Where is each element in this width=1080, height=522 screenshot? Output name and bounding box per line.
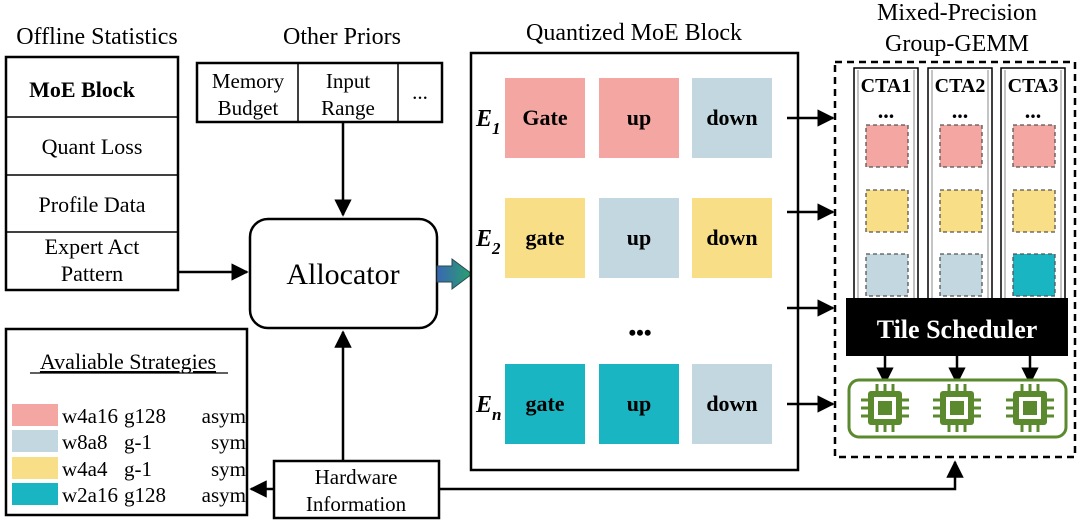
- strategy-swatch-2: [12, 430, 58, 452]
- strategy-group-3: g-1: [124, 457, 152, 481]
- strategy-swatch-3: [12, 457, 58, 479]
- cta-2-tile-1: [939, 124, 983, 168]
- chip-core: [950, 401, 964, 415]
- allocator-node: Allocator: [248, 217, 439, 330]
- expert-3-block-2-label: up: [627, 391, 651, 416]
- expert-2-block-2-label: up: [627, 225, 651, 250]
- strategy-weight-3: w4a4: [62, 457, 108, 481]
- other-priors-title: Other Priors: [283, 24, 401, 50]
- expert-label-2: E2: [475, 226, 501, 258]
- expert-2-block-3-label: down: [706, 225, 757, 250]
- moe-block-label: MoE Block: [29, 77, 135, 102]
- strategy-weight-2: w8a8: [62, 430, 108, 454]
- memory-label: Memory: [212, 69, 285, 93]
- expert-subscript: 2: [491, 239, 501, 258]
- allocator-label: Allocator: [286, 258, 399, 291]
- offline-statistics-panel: MoE Block Quant Loss Profile Data Expert…: [4, 55, 180, 292]
- chip-icon: [1006, 384, 1054, 432]
- cta-3-tile-3: [1012, 253, 1056, 297]
- cta-2-tile-3: [939, 253, 983, 297]
- expert-3-block-3: [692, 364, 772, 444]
- expert-act-label: Expert Act: [45, 234, 140, 259]
- expert-1-block-1: [505, 78, 585, 158]
- expert-symbol: E: [475, 392, 492, 418]
- cta-dots-2: ...: [952, 98, 969, 123]
- range-label: Range: [321, 96, 375, 120]
- quant-loss-label: Quant Loss: [42, 134, 143, 159]
- tile-scheduler-label: Tile Scheduler: [877, 315, 1038, 344]
- expert-subscript: n: [492, 405, 501, 424]
- expert-subscript: 1: [492, 119, 501, 138]
- cta-label-2: CTA2: [935, 75, 986, 97]
- cta-dots-3: ...: [1025, 98, 1042, 123]
- strategy-swatch-4: [12, 483, 58, 505]
- expert-symbol: E: [475, 106, 492, 132]
- budget-label: Budget: [218, 96, 279, 120]
- expert-2-block-2: [599, 198, 679, 278]
- strategy-symmetry-3: sym: [211, 457, 246, 481]
- chip-core: [1023, 401, 1037, 415]
- cta-label-3: CTA3: [1008, 75, 1059, 97]
- hardware-info-box: Hardware Information: [272, 459, 441, 520]
- cta-3-tile-2: [1012, 189, 1056, 233]
- expert-2-block-1: [505, 198, 585, 278]
- offline-statistics-title: Offline Statistics: [16, 24, 178, 50]
- chip-icon: [861, 384, 909, 432]
- tile-scheduler-box: [846, 298, 1068, 356]
- strategy-symmetry-1: asym: [202, 404, 246, 428]
- input-label: Input: [326, 69, 370, 93]
- cta-dots-1: ...: [878, 98, 895, 123]
- expert-label-3: En: [475, 392, 501, 424]
- strategy-weight-4: w2a16: [62, 483, 118, 507]
- cta-1-tile-3: [865, 253, 909, 297]
- cta-columns: CTA1...CTA2...CTA3...: [853, 67, 1066, 301]
- expert-1-block-3-label: down: [706, 105, 757, 130]
- strategy-group-2: g-1: [124, 430, 152, 454]
- compute-chips: [861, 384, 1054, 432]
- cta-1-tile-2: [865, 189, 909, 233]
- strategy-swatch-1: [12, 404, 58, 426]
- expert-label-1: E1: [475, 106, 501, 138]
- expert-3-block-2: [599, 364, 679, 444]
- expert-1-block-3: [692, 78, 772, 158]
- expert-2-block-3: [692, 198, 772, 278]
- expert-2-block-1-label: gate: [525, 225, 564, 250]
- experts-ellipsis: •••: [628, 320, 651, 345]
- expert-1-block-2-label: up: [627, 105, 651, 130]
- cta-1-tile-1: [865, 124, 909, 168]
- expert-3-block-1: [505, 364, 585, 444]
- hardware-line2: Information: [306, 492, 407, 516]
- expert-3-block-1-label: gate: [525, 391, 564, 416]
- other-priors-panel: Memory Budget Input Range ...: [195, 61, 444, 124]
- strategy-weight-1: w4a16: [62, 404, 118, 428]
- gemm-panel: [833, 60, 1077, 459]
- pattern-label: Pattern: [61, 261, 123, 286]
- arrow-hardware-to-gemm: [439, 460, 964, 491]
- expert-symbol: E: [475, 226, 492, 252]
- chip-core: [878, 401, 892, 415]
- gemm-title-line2: Group-GEMM: [885, 31, 1029, 57]
- cta-3-tile-1: [1012, 124, 1056, 168]
- strategy-group-4: g128: [124, 483, 166, 507]
- chip-icon: [933, 384, 981, 432]
- hardware-line1: Hardware: [315, 465, 398, 489]
- strategies-title: Avaliable Strategies: [40, 349, 216, 374]
- expert-1-block-1-label: Gate: [522, 105, 567, 130]
- expert-3-block-3-label: down: [706, 391, 757, 416]
- quantized-block-title: Quantized MoE Block: [526, 20, 742, 46]
- cta-2-tile-2: [939, 189, 983, 233]
- allocator-output-arrow: [436, 258, 473, 290]
- gemm-title-line1: Mixed-Precision: [877, 0, 1037, 26]
- strategy-group-1: g128: [124, 404, 166, 428]
- strategy-symmetry-4: asym: [202, 483, 246, 507]
- profile-data-label: Profile Data: [39, 192, 146, 217]
- priors-ellipsis: ...: [412, 80, 428, 104]
- expert-1-block-2: [599, 78, 679, 158]
- cta-label-1: CTA1: [861, 75, 912, 97]
- strategy-symmetry-2: sym: [211, 430, 246, 454]
